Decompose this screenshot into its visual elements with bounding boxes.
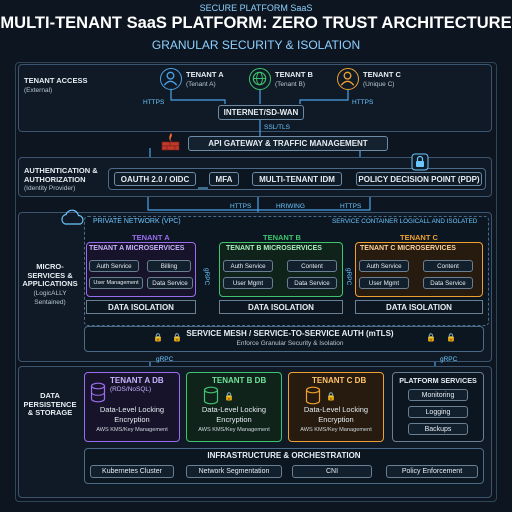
data-service-chip: Data Service bbox=[287, 277, 337, 289]
db-c-locking: Data-Level Locking bbox=[303, 405, 369, 414]
tenant-b-db-title: TENANT B DB bbox=[212, 376, 267, 385]
database-icon bbox=[90, 382, 106, 409]
page-title: MULTI-TENANT SaaS PLATFORM: ZERO TRUST A… bbox=[0, 14, 512, 32]
backups-chip: Backups bbox=[408, 423, 468, 435]
https-label: HTTPS bbox=[340, 203, 362, 210]
cloud-icon bbox=[58, 209, 88, 232]
tenant-a-tag: TENANT A bbox=[132, 233, 170, 242]
tenant-c-db-title: TENANT C DB bbox=[312, 376, 367, 385]
vpc-label: PRIVATE NETWORK (VPC) bbox=[93, 218, 181, 225]
cni-chip: CNI bbox=[292, 465, 372, 478]
user-mgmt-chip: User Mgmt bbox=[359, 277, 409, 289]
tenant-c-db bbox=[288, 372, 384, 442]
data-service-chip: Data Service bbox=[423, 277, 473, 289]
mfa-node: MFA bbox=[209, 172, 239, 186]
diagram-frame bbox=[15, 62, 497, 502]
https-label: HTTPS bbox=[352, 99, 374, 106]
monitoring-chip: Monitoring bbox=[408, 389, 468, 401]
db-c-kms: AWS KMS/Key Management bbox=[300, 427, 372, 433]
data-title: DATA PERSISTENCE & STORAGE bbox=[23, 391, 77, 418]
grpc-label: gRPC bbox=[203, 268, 210, 286]
database-icon bbox=[203, 386, 219, 411]
auth-service-chip: Auth Service bbox=[89, 260, 139, 272]
grpc-label: gRPC bbox=[156, 356, 174, 363]
tenant-a-db-title: TENANT A DB bbox=[110, 376, 164, 385]
mesh-title: SERVICE MESH / SERVICE-TO-SERVICE AUTH (… bbox=[186, 329, 394, 338]
lock-icon: 🔒 bbox=[326, 392, 336, 401]
db-b-kms: AWS KMS/Key Management bbox=[198, 427, 270, 433]
db-a-locking: Data-Level Locking bbox=[99, 405, 165, 414]
tenant-b-tag: TENANT B bbox=[263, 233, 301, 242]
db-b-locking: Data-Level Locking bbox=[201, 405, 267, 414]
tenant-a-label: TENANT A(Tenant A) bbox=[186, 70, 224, 88]
tenant-a-db-sub: (RDS/NoSQL) bbox=[110, 386, 152, 393]
data-isolation-b: DATA ISOLATION bbox=[219, 300, 343, 314]
ssl-label: SSL/TLS bbox=[264, 124, 291, 131]
grpc-label: gRPC bbox=[440, 356, 458, 363]
auth-service-chip: Auth Service bbox=[359, 260, 409, 272]
https-label: HTTPS bbox=[143, 99, 165, 106]
hrwing-label: HRIWING bbox=[276, 203, 305, 210]
mesh-subtitle: Enforce Granular Security & Isolation bbox=[236, 340, 344, 347]
user-icon bbox=[160, 68, 182, 90]
data-isolation-c: DATA ISOLATION bbox=[355, 300, 483, 314]
user-mgmt-chip: User Mgmt bbox=[223, 277, 273, 289]
data-service-chip: Data Service bbox=[147, 277, 193, 289]
db-a-kms: AWS KMS/Key Management bbox=[96, 427, 168, 433]
auth-service-chip: Auth Service bbox=[223, 260, 273, 272]
content-chip: Content bbox=[423, 260, 473, 272]
lock-icon bbox=[411, 153, 429, 176]
user-icon bbox=[337, 68, 359, 90]
header-kicker: SECURE PLATFORM SaaS bbox=[199, 3, 313, 13]
database-icon bbox=[305, 386, 321, 411]
logging-chip: Logging bbox=[408, 406, 468, 418]
tenant-b-db bbox=[186, 372, 282, 442]
tenant-b-label: TENANT B(Tenant B) bbox=[275, 70, 313, 88]
tenant-a-micro-title: TENANT A MICROSERVICES bbox=[89, 245, 185, 252]
lock-icon: 🔒 bbox=[224, 392, 234, 401]
kubernetes-chip: Kubernetes Cluster bbox=[90, 465, 174, 478]
lock-icon: 🔒 bbox=[426, 333, 436, 342]
lock-icon: 🔒 bbox=[446, 333, 456, 342]
globe-icon bbox=[249, 68, 271, 90]
tenant-c-label: TENANT C(Unique C) bbox=[363, 70, 401, 88]
infra-title: INFRASTRUCTURE & ORCHESTRATION bbox=[207, 451, 361, 460]
page-subtitle: GRANULAR SECURITY & ISOLATION bbox=[151, 38, 361, 52]
data-isolation-a: DATA ISOLATION bbox=[86, 300, 196, 314]
tenant-c-tag: TENANT C bbox=[400, 233, 438, 242]
oauth-node: OAUTH 2.0 / OIDC bbox=[114, 172, 196, 186]
tenant-access-title: TENANT ACCESS(External) bbox=[24, 76, 88, 94]
lock-icon: 🔒 bbox=[172, 333, 182, 342]
firewall-icon bbox=[160, 132, 182, 152]
grpc-label: gRPC bbox=[345, 268, 352, 286]
db-c-encryption: Encryption bbox=[318, 415, 354, 424]
service-mesh bbox=[84, 326, 484, 352]
network-segmentation-chip: Network Segmentation bbox=[186, 465, 282, 478]
internet-sdwan-node: INTERNET/SD-WAN bbox=[218, 105, 304, 120]
auth-title: AUTHENTICATION & AUTHORIZATION(Identity … bbox=[24, 166, 98, 193]
content-chip: Content bbox=[287, 260, 337, 272]
lock-icon: 🔒 bbox=[153, 333, 163, 342]
platform-services-title: PLATFORM SERVICES bbox=[399, 376, 477, 385]
tenant-b-micro-title: TENANT B MICROSERVICES bbox=[226, 245, 322, 252]
db-b-encryption: Encryption bbox=[216, 415, 252, 424]
micro-title: MICRO-SERVICES & APPLICATIONS(LogicALLY … bbox=[22, 262, 78, 306]
vpc-note: SERVICE CONTAINER LOGICALL AND ISOLATED bbox=[332, 218, 478, 225]
https-label: HTTPS bbox=[230, 203, 252, 210]
user-management-chip: User Management bbox=[89, 277, 143, 289]
idm-node: MULTI-TENANT IDM bbox=[252, 172, 342, 186]
api-gateway-node: API GATEWAY & TRAFFIC MANAGEMENT bbox=[188, 136, 388, 151]
pdp-node: POLICY DECISION POINT (PDP) bbox=[356, 172, 482, 186]
policy-enforcement-chip: Policy Enforcement bbox=[386, 465, 478, 478]
billing-chip: Billing bbox=[147, 260, 191, 272]
arrow-icon bbox=[160, 178, 208, 196]
tenant-c-micro-title: TENANT C MICROSERVICES bbox=[360, 245, 456, 252]
db-a-encryption: Encryption bbox=[114, 415, 150, 424]
